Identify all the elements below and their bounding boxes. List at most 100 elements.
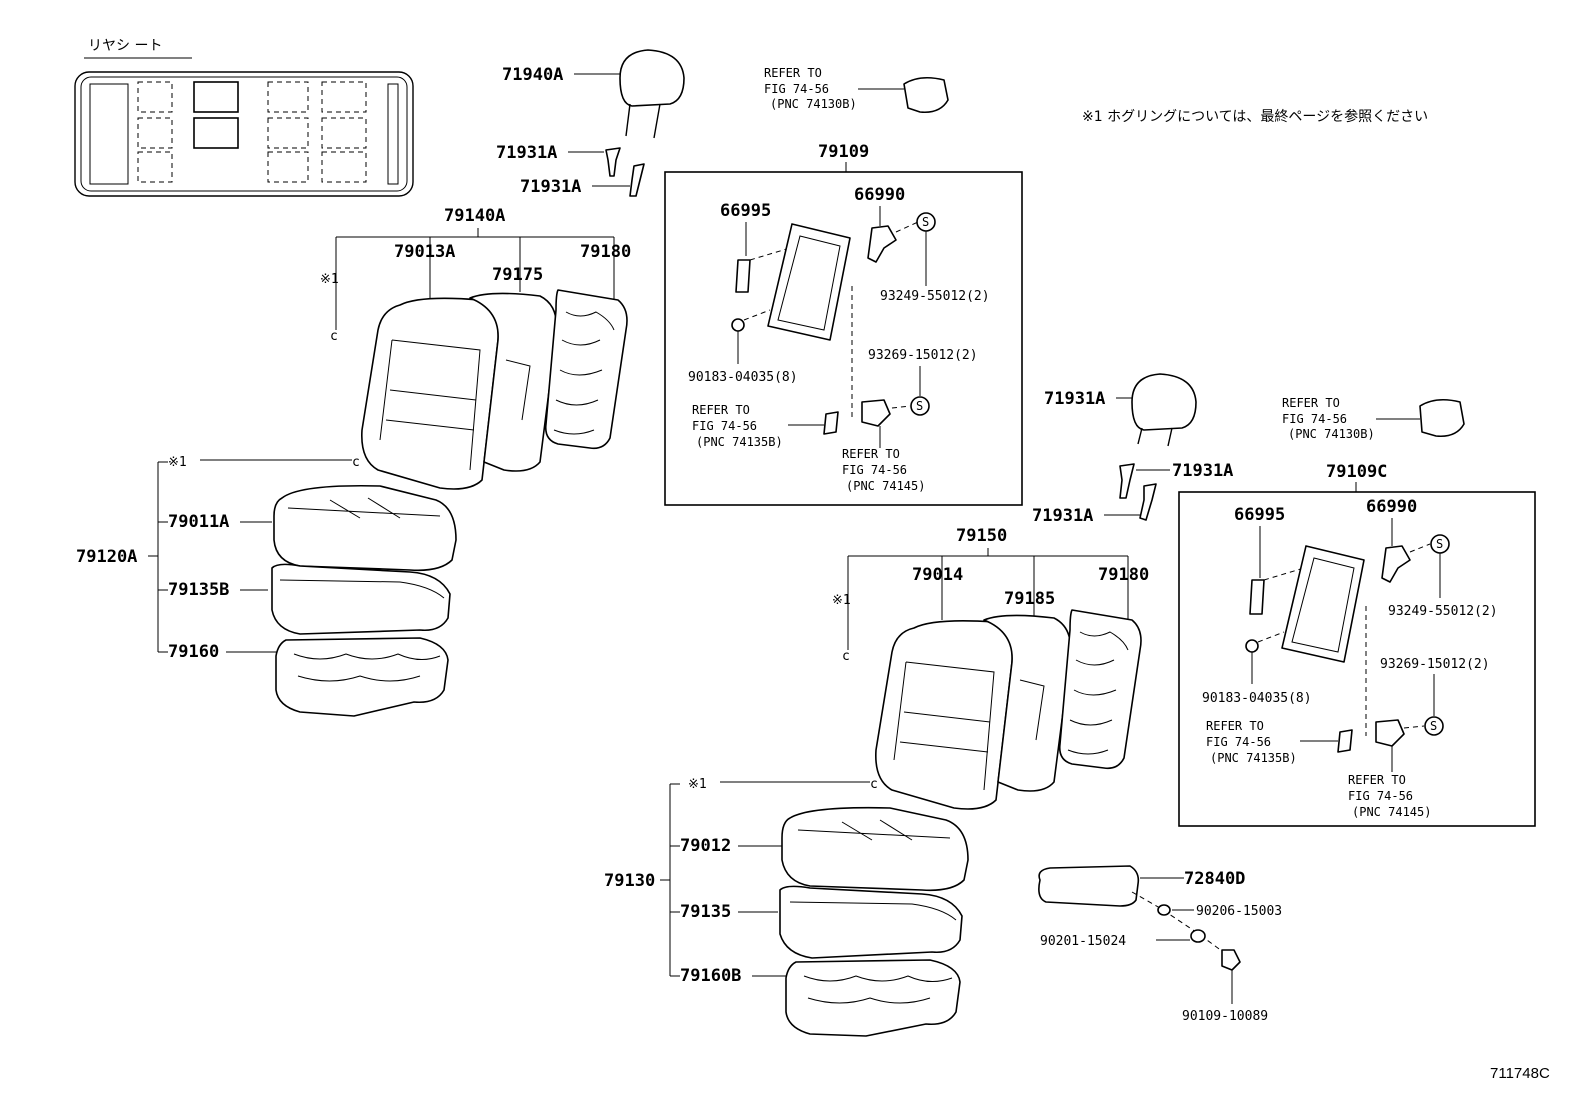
cushion-cover-79011a — [273, 484, 457, 572]
ref-74135b-2: REFER TO FIG 74-56 (PNC 74135B) — [1206, 719, 1297, 765]
asterisk-mark-1: ※1 — [320, 272, 339, 287]
ring-mark-2: c — [352, 455, 360, 470]
cover-74135b-1 — [823, 411, 839, 435]
hinge-kit-box-79109c — [1178, 491, 1536, 827]
asterisk-mark-4: ※1 — [688, 777, 707, 792]
headrest-71940a — [619, 49, 685, 139]
svg-text:(PNC 74145): (PNC 74145) — [1352, 805, 1431, 819]
svg-text:REFER TO: REFER TO — [1282, 396, 1340, 410]
hinge-66990-2 — [1381, 545, 1411, 583]
bolt-90109 — [1221, 949, 1241, 971]
cushion-pad-79135b — [271, 563, 451, 635]
label-79135: 79135 — [680, 902, 731, 922]
seatback-cover-79013a — [361, 297, 499, 490]
svg-text:S: S — [1430, 719, 1437, 733]
cover-74135b-2 — [1337, 729, 1353, 753]
label-90206: 90206-15003 — [1196, 904, 1282, 919]
figure-code: 711748C — [1490, 1065, 1550, 1082]
label-79011a: 79011A — [168, 512, 229, 532]
label-72840d: 72840D — [1184, 869, 1245, 889]
nut-90183-1 — [731, 318, 745, 332]
washer-90201 — [1190, 929, 1206, 943]
hinge-kit-box-79109 — [664, 171, 1023, 506]
asterisk-mark-2: ※1 — [168, 455, 187, 470]
label-79180-1: 79180 — [580, 242, 631, 262]
ref-74130b-2: REFER TO FIG 74-56 (PNC 74130B) — [1282, 396, 1375, 441]
label-79012: 79012 — [680, 836, 731, 856]
svg-text:S: S — [922, 215, 929, 229]
label-90183-2: 90183-04035(8) — [1202, 691, 1312, 706]
seatback-frame-79180-1 — [544, 289, 628, 450]
label-66990-2: 66990 — [1366, 497, 1417, 517]
label-66995-1: 66995 — [720, 201, 771, 221]
svg-text:REFER TO: REFER TO — [1348, 773, 1406, 787]
seatback-board-79109 — [767, 223, 851, 341]
label-79175: 79175 — [492, 265, 543, 285]
trim-66995-2 — [1249, 579, 1265, 615]
cover-74130b-2 — [1419, 398, 1465, 438]
label-71931a-2: 71931A — [520, 177, 581, 197]
seatback-board-79109c — [1281, 545, 1365, 663]
seatback-pad-79175 — [469, 292, 558, 472]
label-79140a: 79140A — [444, 206, 505, 226]
label-93249-2: 93249-55012(2) — [1388, 604, 1498, 619]
label-90201: 90201-15024 — [1040, 934, 1126, 949]
svg-text:FIG 74-56: FIG 74-56 — [1282, 412, 1347, 426]
ref-74145-2: REFER TO FIG 74-56 (PNC 74145) — [1348, 773, 1431, 819]
label-79150: 79150 — [956, 526, 1007, 546]
headrest-71931a — [1131, 373, 1197, 447]
cover-74145-1 — [861, 399, 891, 427]
svg-text:S: S — [916, 399, 923, 413]
label-79014: 79014 — [912, 565, 963, 585]
ref-74130b-1: REFER TO FIG 74-56 (PNC 74130B) — [764, 66, 857, 111]
label-90109: 90109-10089 — [1182, 1009, 1268, 1024]
label-71940a: 71940A — [502, 65, 563, 85]
label-93269-1: 93269-15012(2) — [868, 348, 978, 363]
asterisk-mark-3: ※1 — [832, 593, 851, 608]
label-79180-2: 79180 — [1098, 565, 1149, 585]
label-66990-1: 66990 — [854, 185, 905, 205]
svg-text:(PNC 74130B): (PNC 74130B) — [770, 97, 857, 111]
headrest-support-71931a-right — [1119, 463, 1157, 521]
svg-text:FIG 74-56: FIG 74-56 — [1206, 735, 1271, 749]
seatback-frame-79180-2 — [1058, 609, 1142, 770]
label-71931a-5: 71931A — [1032, 506, 1093, 526]
label-90183-1: 90183-04035(8) — [688, 370, 798, 385]
label-79160: 79160 — [168, 642, 219, 662]
ring-mark-4: c — [870, 777, 878, 792]
svg-text:(PNC 74130B): (PNC 74130B) — [1288, 427, 1375, 441]
label-79120a: 79120A — [76, 547, 137, 567]
seatback-cover-79014 — [875, 620, 1013, 810]
ring-mark-1: c — [330, 329, 338, 344]
seatback-pad-79185 — [983, 614, 1072, 792]
label-93269-2: 93269-15012(2) — [1380, 657, 1490, 672]
ref-74145-1: REFER TO FIG 74-56 (PNC 74145) — [842, 447, 925, 493]
svg-text:(PNC 74145): (PNC 74145) — [846, 479, 925, 493]
hinge-66990-1 — [867, 225, 897, 263]
cushion-cover-79012 — [781, 806, 969, 892]
cushion-frame-79160b — [785, 959, 961, 1037]
label-66995-2: 66995 — [1234, 505, 1285, 525]
svg-text:(PNC 74135B): (PNC 74135B) — [1210, 751, 1297, 765]
svg-text:REFER TO: REFER TO — [1206, 719, 1264, 733]
cover-74130b-1 — [903, 76, 949, 114]
ring-mark-3: c — [842, 649, 850, 664]
label-79135b: 79135B — [168, 580, 229, 600]
svg-text:FIG 74-56: FIG 74-56 — [1348, 789, 1413, 803]
label-71931a-3: 71931A — [1044, 389, 1105, 409]
label-71931a-1: 71931A — [496, 143, 557, 163]
cushion-pad-79135 — [779, 885, 963, 959]
label-71931a-4: 71931A — [1172, 461, 1233, 481]
washer-90206 — [1157, 904, 1171, 916]
svg-text:(PNC 74135B): (PNC 74135B) — [696, 435, 783, 449]
trim-66995-1 — [735, 259, 751, 293]
label-79185: 79185 — [1004, 589, 1055, 609]
svg-text:REFER TO: REFER TO — [764, 66, 822, 80]
ref-74135b-1: REFER TO FIG 74-56 (PNC 74135B) — [692, 403, 783, 449]
vehicle-locator: リヤシ ート — [74, 38, 414, 197]
svg-text:FIG 74-56: FIG 74-56 — [842, 463, 907, 477]
label-79109: 79109 — [818, 142, 869, 162]
nut-90183-2 — [1245, 639, 1259, 653]
cushion-frame-79160 — [275, 637, 449, 717]
